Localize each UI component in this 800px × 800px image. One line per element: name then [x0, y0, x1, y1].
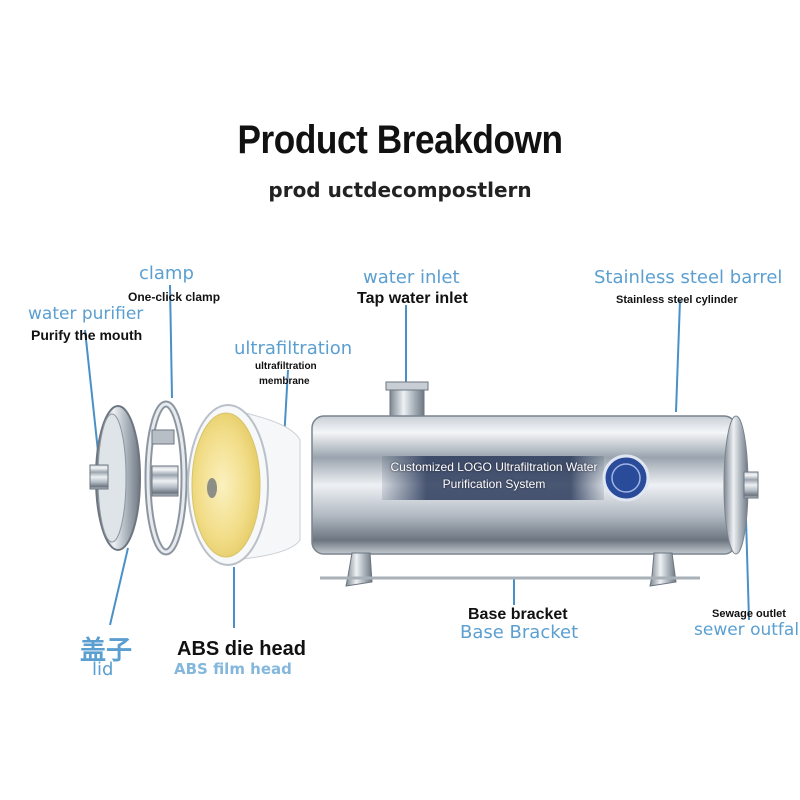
- banner-line-2: Purification System: [442, 477, 546, 491]
- sewage-label-blue: sewer outfall: [694, 620, 800, 640]
- clamp-label-blue: clamp: [139, 263, 194, 284]
- lid-part: [89, 405, 141, 551]
- clamp-part: [144, 400, 188, 556]
- abs-head-part: [187, 404, 301, 566]
- ultrafiltration-caption-1: ultrafiltration: [255, 361, 317, 372]
- page-subtitle: prod uctdecompostlern: [268, 178, 532, 202]
- barrel-caption: Stainless steel cylinder: [616, 294, 738, 306]
- product-banner: Customized LOGO Ultrafiltration Water Pu…: [390, 459, 598, 493]
- water-purifier-caption: Purify the mouth: [31, 327, 143, 343]
- ultrafiltration-label-blue: ultrafiltration: [234, 338, 353, 359]
- water-purifier-label-blue: water purifier: [28, 304, 144, 324]
- barrel-label-blue: Stainless steel barrel: [594, 267, 783, 288]
- water-inlet-label-blue: water inlet: [363, 267, 460, 288]
- base-label-blue: Base Bracket: [460, 622, 579, 643]
- base-caption: Base bracket: [468, 606, 568, 623]
- clamp-caption: One-click clamp: [128, 290, 221, 304]
- lid-label-cn: 盖子: [80, 636, 133, 666]
- barrel-part: [311, 381, 759, 587]
- ultrafiltration-caption-2: membrane: [259, 376, 310, 387]
- abs-label-blue: ABS film head: [174, 660, 292, 678]
- banner-line-1: Customized LOGO Ultrafiltration Water: [390, 460, 598, 474]
- page-title: Product Breakdown: [237, 118, 563, 162]
- abs-caption: ABS die head: [177, 638, 306, 660]
- water-inlet-caption: Tap water inlet: [357, 290, 468, 307]
- lid-label-blue: lid: [92, 659, 114, 680]
- sewage-caption: Sewage outlet: [712, 608, 786, 620]
